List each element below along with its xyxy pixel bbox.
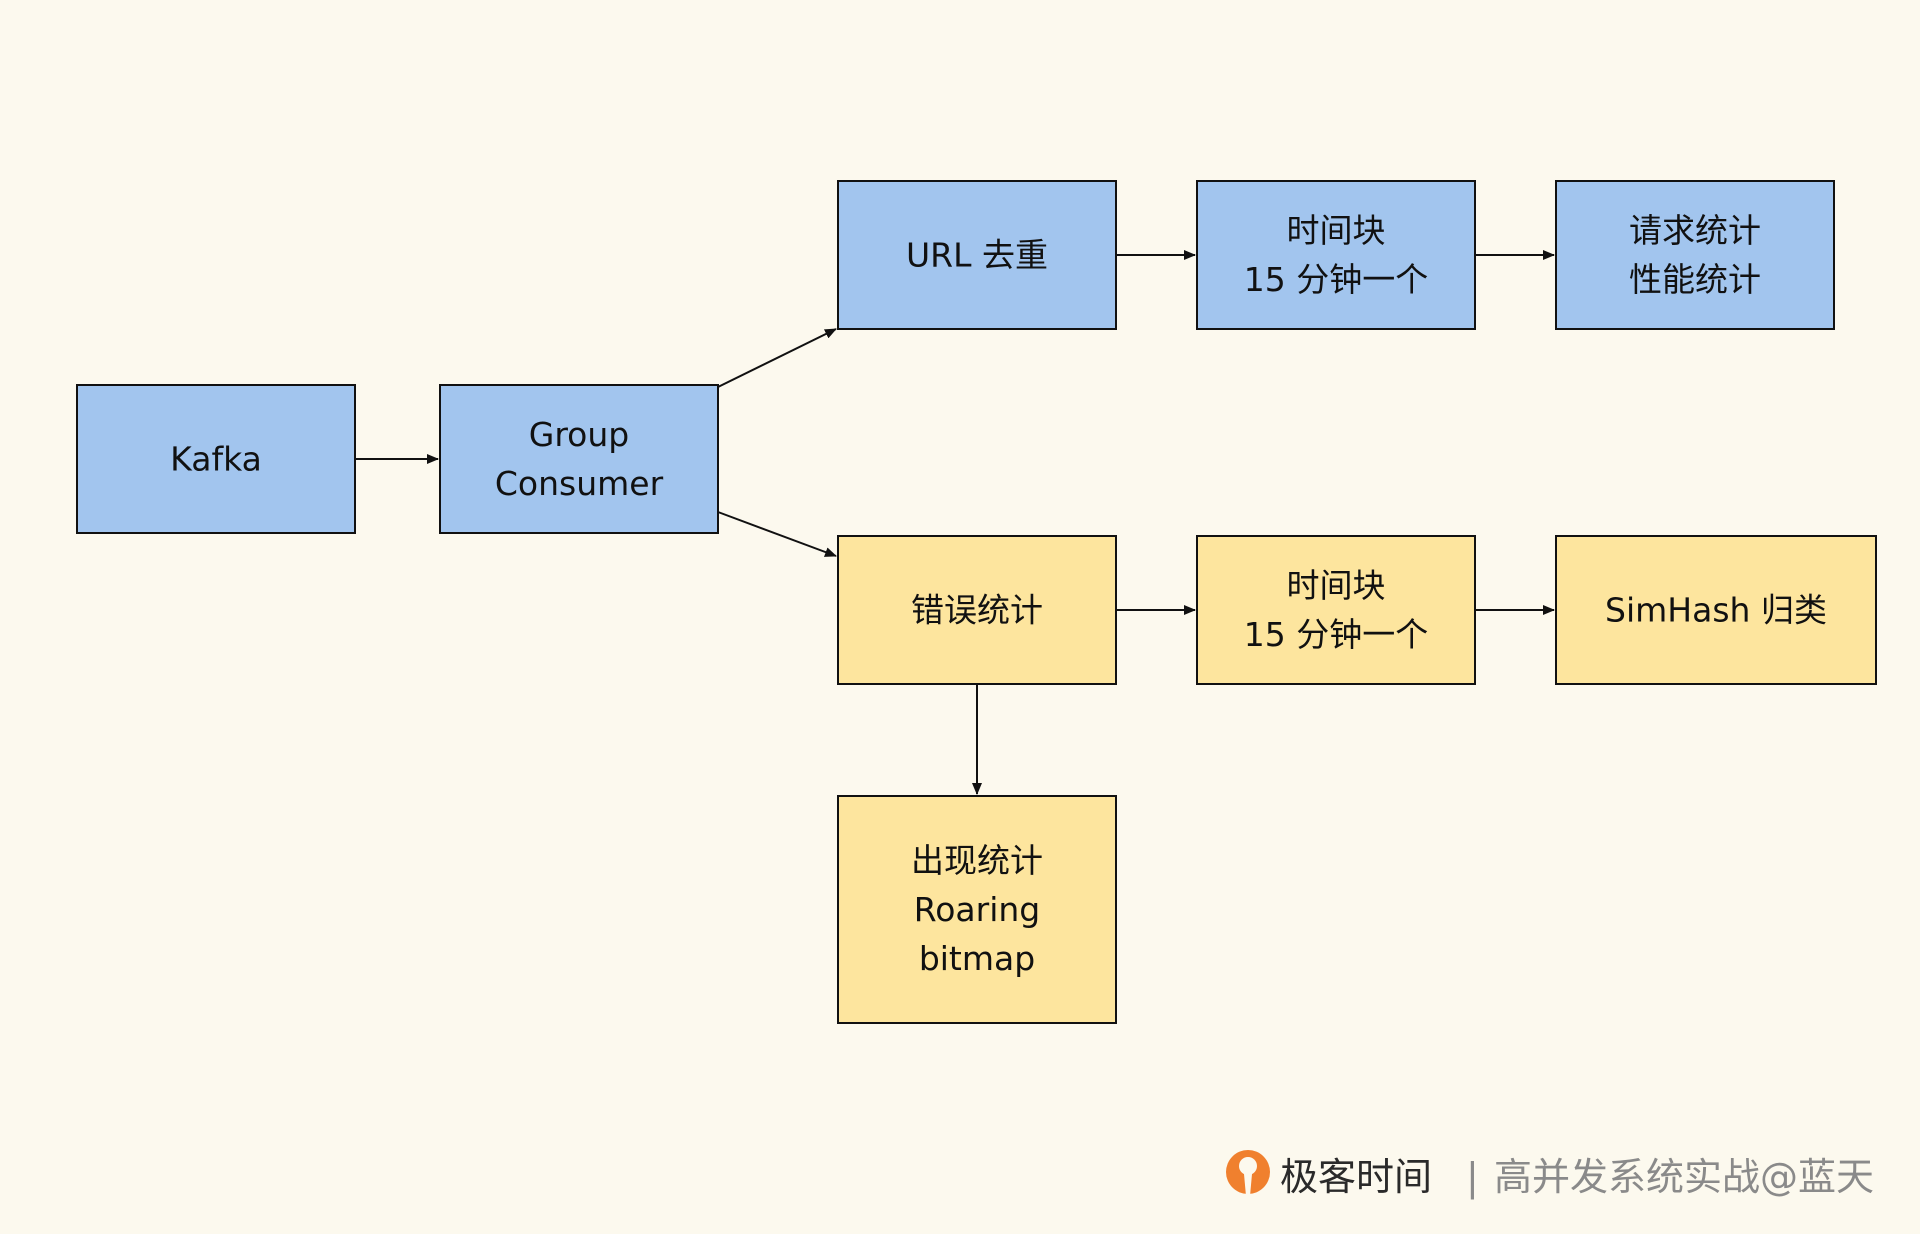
node-box — [1196, 535, 1476, 685]
node-label-line: 性能统计 — [1629, 260, 1761, 299]
node-label-line: 时间块 — [1287, 566, 1386, 605]
watermark: 极客时间 | 高并发系统实战@蓝天 — [1226, 1150, 1874, 1200]
node-label-line: 15 分钟一个 — [1244, 615, 1428, 654]
node-box — [837, 535, 1117, 685]
node-simhash: SimHash 归类 — [1555, 535, 1877, 685]
node-box — [1555, 180, 1835, 330]
node-box — [76, 384, 356, 534]
node-box — [1555, 535, 1877, 685]
node-label-line: SimHash 归类 — [1605, 591, 1827, 630]
node-label-line: bitmap — [919, 939, 1035, 978]
node-box — [837, 180, 1117, 330]
node-label-line: URL 去重 — [906, 236, 1048, 275]
node-label-line: 请求统计 — [1629, 211, 1761, 250]
node-label-line: 错误统计 — [911, 591, 1043, 630]
node-kafka: Kafka — [76, 384, 356, 534]
node-label-line: Consumer — [495, 464, 664, 503]
node-label-line: 出现统计 — [911, 841, 1043, 880]
node-box — [1196, 180, 1476, 330]
node-label-line: Group — [529, 415, 629, 454]
node-label-line: Roaring — [914, 890, 1040, 929]
node-time-block-top: 时间块 15 分钟一个 — [1196, 180, 1476, 330]
node-time-block-bottom: 时间块 15 分钟一个 — [1196, 535, 1476, 685]
watermark-brand: 极客时间 — [1280, 1155, 1432, 1199]
node-label-line: 时间块 — [1287, 211, 1386, 250]
node-box — [439, 384, 719, 534]
node-error-stats: 错误统计 — [837, 535, 1117, 685]
arrow-group-consumer-to-url-dedup — [717, 328, 837, 388]
node-label-line: 15 分钟一个 — [1244, 260, 1428, 299]
node-occurrence-stats: 出现统计 Roaring bitmap — [837, 795, 1117, 1024]
geektime-logo-icon — [1226, 1150, 1270, 1196]
edges-layer — [355, 250, 1555, 795]
watermark-subtitle: 高并发系统实战@蓝天 — [1494, 1155, 1874, 1199]
node-label-line: Kafka — [170, 440, 262, 479]
node-box — [837, 795, 1117, 1024]
arrow-group-consumer-to-error-stats — [717, 511, 837, 557]
watermark-separator: | — [1466, 1155, 1479, 1200]
node-url-dedup: URL 去重 — [837, 180, 1117, 330]
